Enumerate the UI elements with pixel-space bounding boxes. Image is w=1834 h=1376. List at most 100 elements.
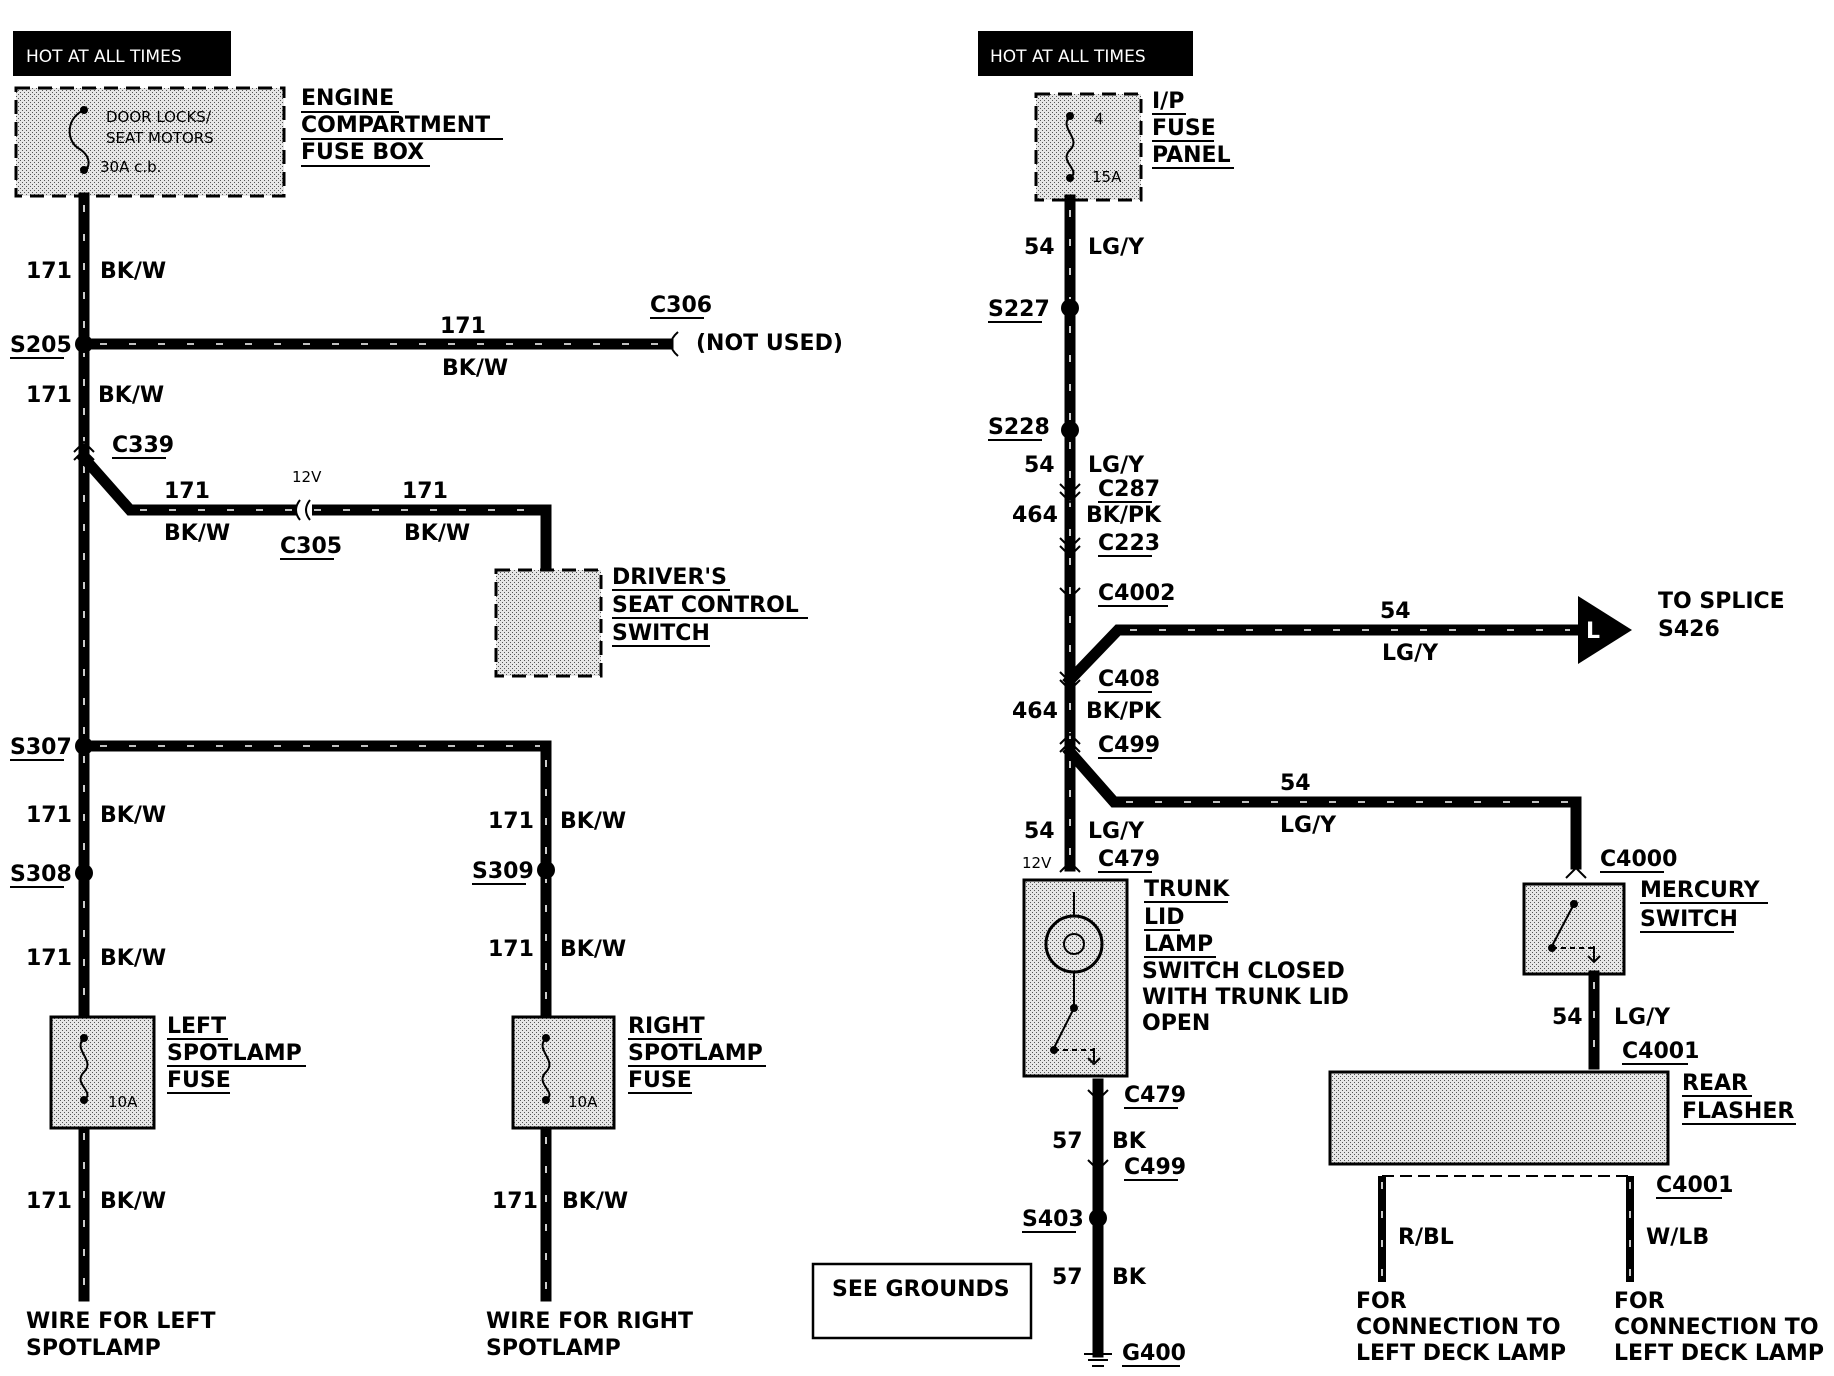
c4001-bottom-label: C4001 (1656, 1173, 1733, 1198)
right-spotlamp-fuse (511, 1015, 616, 1130)
connector-c306-symbol (670, 331, 679, 357)
g400-label: G400 (1122, 1341, 1186, 1366)
mercury-switch-icon (1548, 900, 1601, 964)
hot-at-all-times-bar (13, 31, 231, 76)
wire-464-a-circuit: 464 (1012, 503, 1058, 528)
seat-branch-circuit-2: 171 (402, 479, 448, 504)
c305-label: C305 (280, 534, 342, 559)
mercury-branch-color: LG/Y (1280, 813, 1337, 838)
c499-label: C499 (1098, 733, 1160, 758)
seat-switch-line-3: SWITCH (612, 621, 710, 646)
c223-label: C223 (1098, 531, 1160, 556)
c306-label: C306 (650, 293, 712, 318)
ip-fuse-title-3: PANEL (1152, 143, 1231, 168)
left-circuit: HOT AT ALL TIMES DOOR LOCKS/ SEAT MOTORS… (10, 31, 843, 1361)
c306-branch-color: BK/W (442, 356, 508, 381)
conn-right-line-1: FOR (1614, 1289, 1665, 1314)
s309-label: S309 (472, 859, 534, 884)
splice-arrow (1578, 596, 1632, 664)
connector-c499-symbol (1059, 732, 1081, 745)
connector-c339-symbol (73, 440, 95, 453)
c479-label: C479 (1098, 847, 1160, 872)
wire-171-d-color: BK/W (100, 946, 166, 971)
splice-dest-2: S426 (1658, 617, 1720, 642)
ip-fuse-panel (1034, 92, 1143, 202)
c408-label: C408 (1098, 667, 1160, 692)
ip-fuse-rating: 15A (1092, 168, 1122, 186)
left-end-line-1: WIRE FOR LEFT (26, 1309, 216, 1334)
trunk-lamp-line-1: TRUNK (1144, 877, 1230, 902)
splice-s403 (1089, 1209, 1107, 1227)
right-wire-c-circuit: 171 (492, 1189, 538, 1214)
rear-flasher-line-1: REAR (1682, 1071, 1748, 1096)
splice-s227 (1061, 299, 1079, 317)
ip-fuse-number: 4 (1094, 110, 1104, 128)
mercury-switch-line-2: SWITCH (1640, 907, 1738, 932)
connector-c479-symbol (1059, 860, 1081, 873)
connector-c408-symbol (1059, 671, 1081, 684)
wire-54-a-color: LG/Y (1088, 235, 1145, 260)
wire-171-d-circuit: 171 (26, 946, 72, 971)
see-grounds-label: SEE GROUNDS (832, 1277, 1010, 1302)
seat-branch-color-2: BK/W (404, 521, 470, 546)
c306-not-used: (NOT USED) (696, 331, 843, 356)
wire-171-a-color: BK/W (100, 259, 166, 284)
wire-54-c-color: LG/Y (1088, 819, 1145, 844)
ip-fuse-title-2: FUSE (1152, 116, 1216, 141)
wire-54-to-mercury (1062, 744, 1582, 870)
right-wire-b-circuit: 171 (488, 937, 534, 962)
wire-54-b-circuit: 54 (1024, 453, 1055, 478)
s205-label: S205 (10, 333, 72, 358)
out-wlb-label: W/LB (1646, 1225, 1709, 1250)
connector-c305-symbol (295, 499, 311, 521)
c479-b-label: C479 (1124, 1083, 1186, 1108)
s308-label: S308 (10, 862, 72, 887)
right-circuit: HOT AT ALL TIMES 4 15A I/P FUSE PANEL 54… (811, 31, 1824, 1367)
conn-right-line-2: CONNECTION TO (1614, 1315, 1819, 1340)
rear-flasher (1328, 1070, 1670, 1166)
right-end-line-1: WIRE FOR RIGHT (486, 1309, 693, 1334)
hot-at-all-times-label-right: HOT AT ALL TIMES (990, 47, 1146, 67)
trunk-lamp-note-2: WITH TRUNK LID (1142, 985, 1349, 1010)
wire-171-b-circuit: 171 (26, 383, 72, 408)
wire-171-e-color: BK/W (100, 1189, 166, 1214)
right-fuse-line-3: FUSE (628, 1068, 692, 1093)
connector-c479-b-symbol (1087, 1089, 1109, 1102)
splice-s308 (75, 864, 93, 882)
right-fuse-line-2: SPOTLAMP (628, 1041, 763, 1066)
hot-at-all-times-bar-right (978, 31, 1193, 76)
fuse-box-title-2: COMPARTMENT (301, 113, 490, 138)
s227-label: S227 (988, 297, 1050, 322)
splice-arrow-letter: L (1586, 619, 1600, 644)
right-wire-a-color: BK/W (560, 809, 626, 834)
hot-at-all-times-label: HOT AT ALL TIMES (26, 47, 182, 67)
fuse-box-text-1: DOOR LOCKS/ (106, 108, 212, 126)
trunk-switch-icon (1053, 1007, 1075, 1049)
trunk-lamp-line-3: LAMP (1144, 932, 1213, 957)
fuse-box-text-2: SEAT MOTORS (106, 129, 214, 147)
wire-54-b-color: LG/Y (1088, 453, 1145, 478)
connector-c287-symbol (1059, 483, 1081, 496)
right-end-line-2: SPOTLAMP (486, 1336, 621, 1361)
see-grounds-box[interactable] (811, 1262, 1033, 1340)
right-fuse-line-1: RIGHT (628, 1014, 705, 1039)
left-fuse-line-1: LEFT (167, 1014, 226, 1039)
wire-54-to-splice (1062, 624, 1588, 688)
c4001-top-label: C4001 (1622, 1039, 1699, 1064)
wire-171-e-circuit: 171 (26, 1189, 72, 1214)
conn-left-line-1: FOR (1356, 1289, 1407, 1314)
ground-icon (1084, 1353, 1112, 1367)
mercury-switch-line-1: MERCURY (1640, 878, 1761, 903)
left-fuse-line-2: SPOTLAMP (167, 1041, 302, 1066)
wire-54-d-color: LG/Y (1614, 1005, 1671, 1030)
c499-b-label: C499 (1124, 1155, 1186, 1180)
left-end-line-2: SPOTLAMP (26, 1336, 161, 1361)
seat-branch-circuit-1: 171 (164, 479, 210, 504)
left-spotlamp-fuse (49, 1015, 156, 1130)
fuse-box-rating: 30A c.b. (100, 158, 161, 176)
wire-464-a-color: BK/PK (1086, 503, 1162, 528)
trunk-lamp-note-3: OPEN (1142, 1011, 1210, 1036)
wire-171-b-color: BK/W (98, 383, 164, 408)
splice-s228 (1061, 421, 1079, 439)
conn-left-line-2: CONNECTION TO (1356, 1315, 1561, 1340)
